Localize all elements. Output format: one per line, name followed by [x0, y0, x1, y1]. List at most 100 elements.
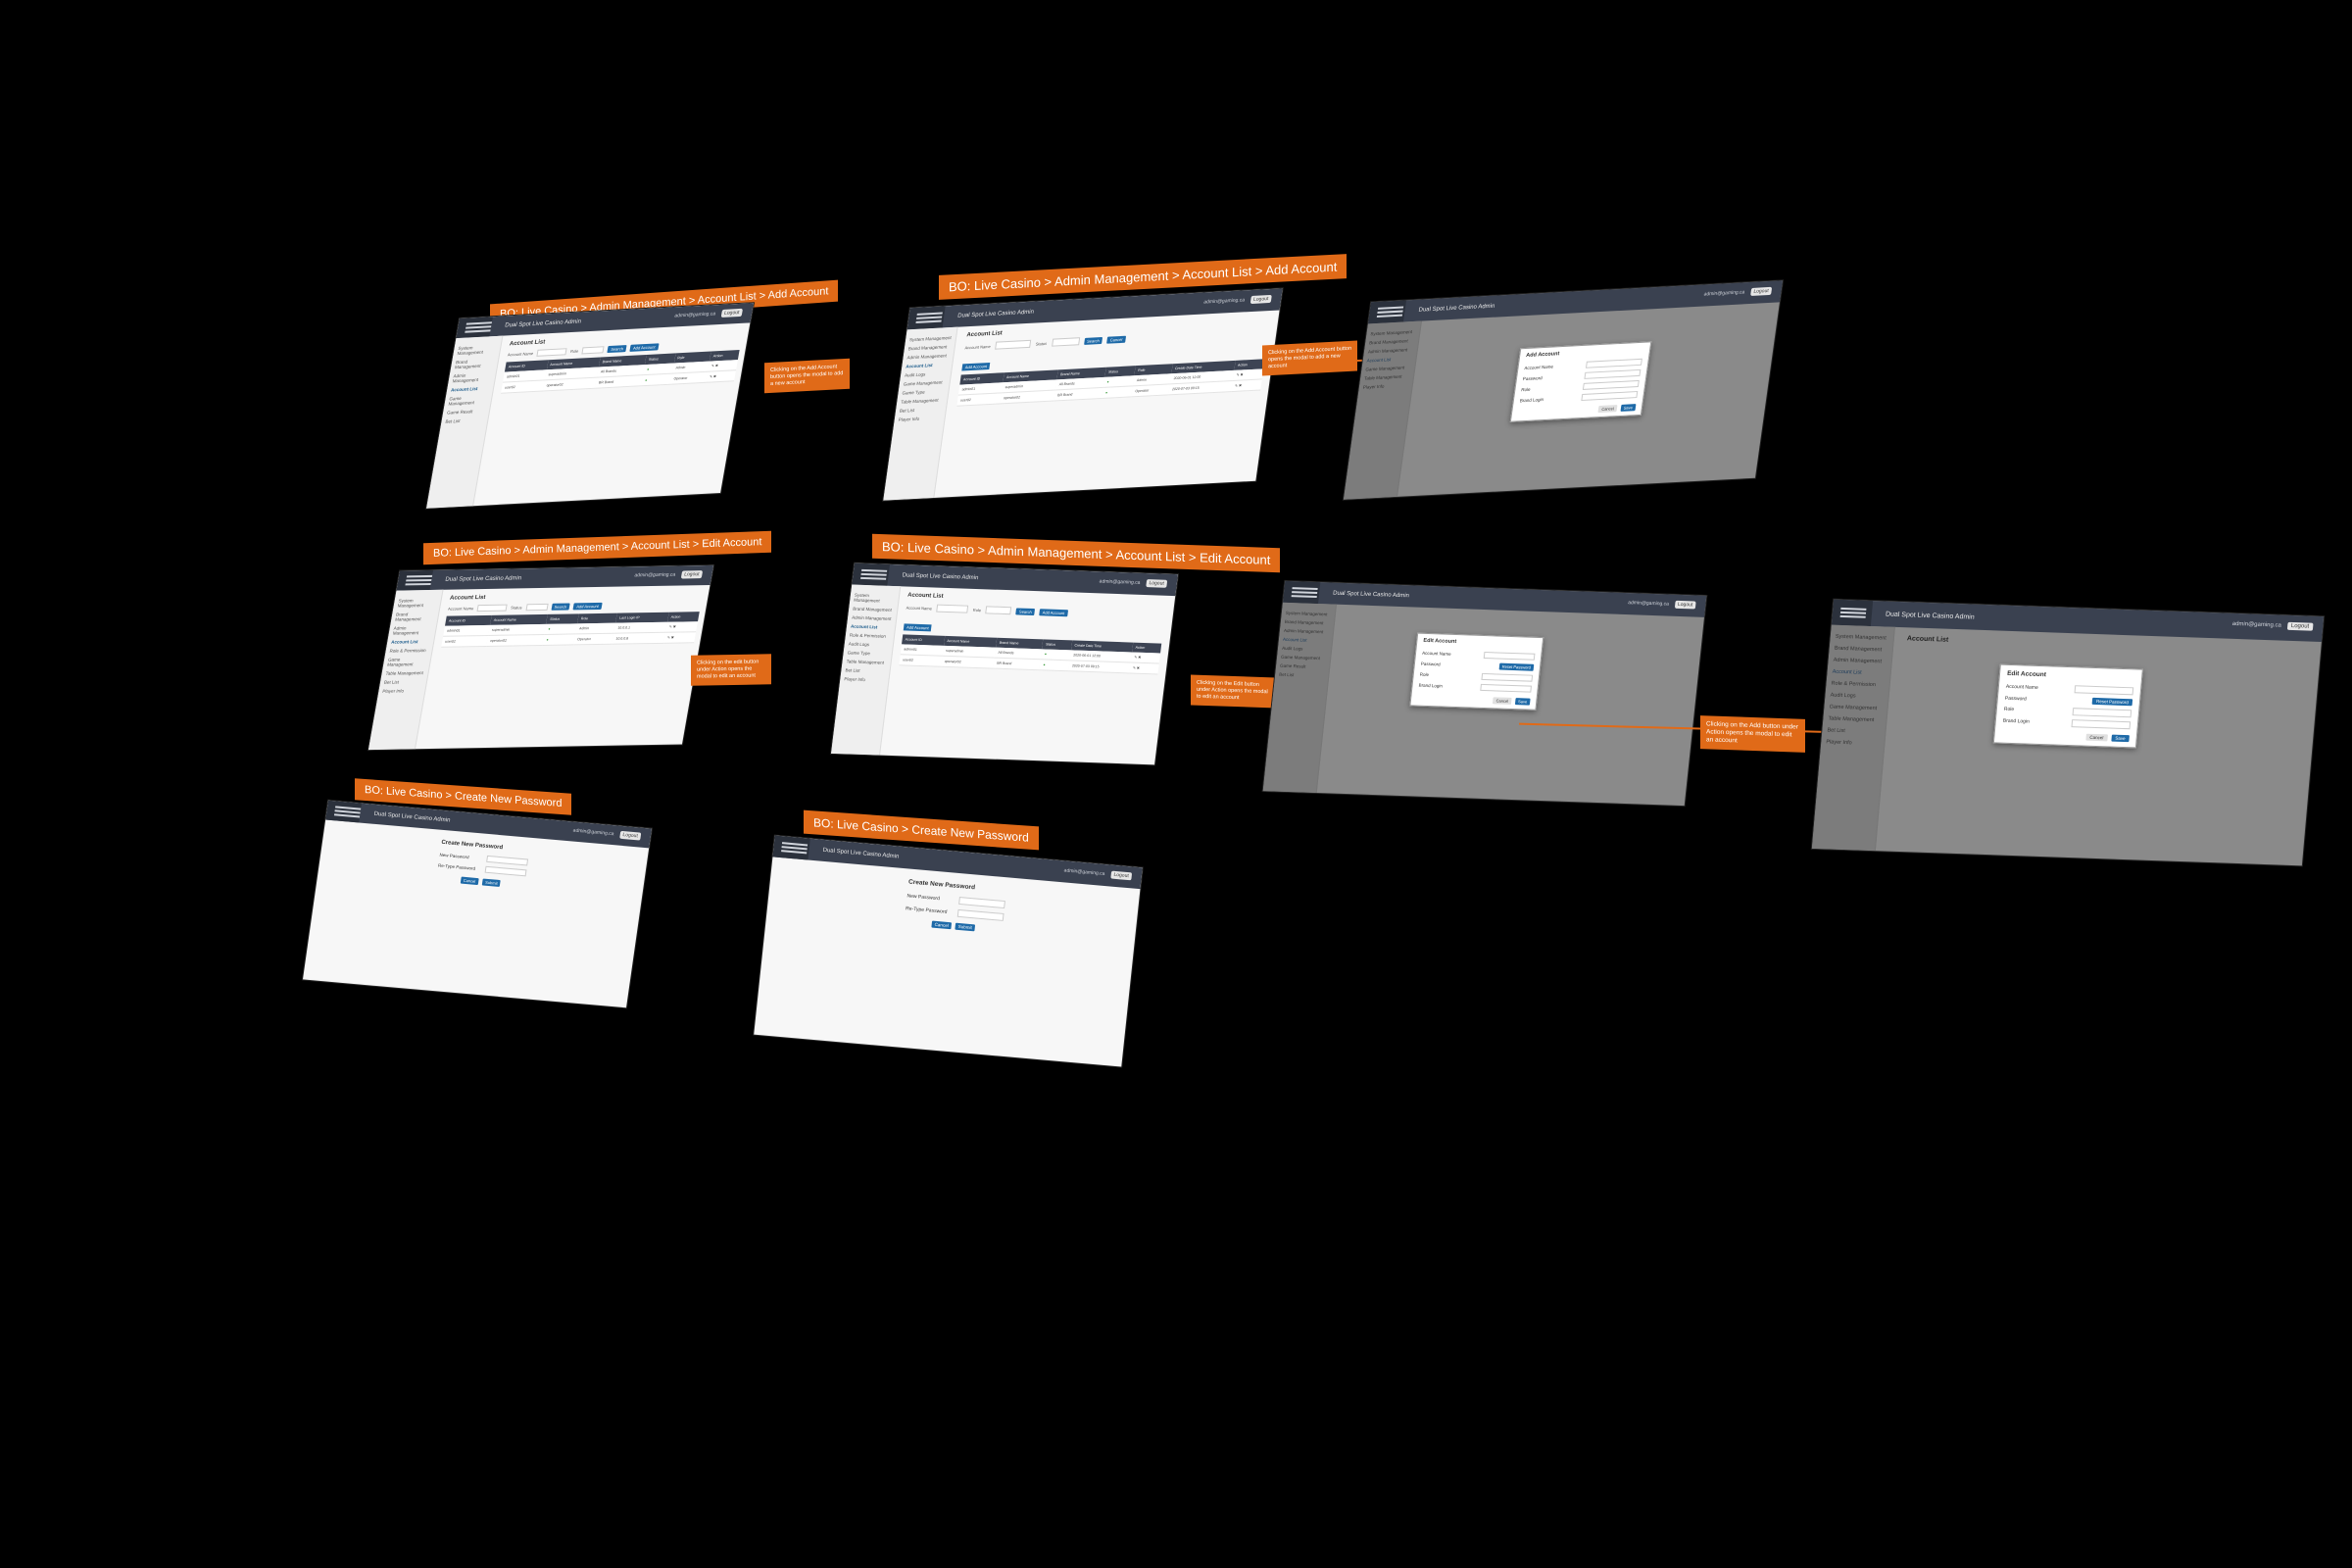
sidebar-item[interactable]: Player Info — [1826, 739, 1852, 747]
field-label: Brand Login — [2002, 717, 2031, 725]
save-button[interactable]: Save — [1620, 404, 1637, 412]
app-title: Dual Spot Live Casino Admin — [504, 318, 582, 329]
cancel-button[interactable]: Cancel — [2085, 733, 2108, 742]
search-button[interactable]: Search — [1015, 607, 1036, 615]
account-name-input[interactable] — [476, 604, 508, 612]
logout-button[interactable]: Logout — [1674, 600, 1696, 610]
cancel-button[interactable]: Cancel — [1597, 405, 1618, 414]
add-account-button[interactable]: Add Account — [572, 602, 603, 611]
filter-label: Account Name — [964, 343, 992, 350]
sidebar-item[interactable]: Game Management — [386, 657, 414, 667]
action-icons[interactable]: ✎ ✖ — [706, 369, 737, 383]
logout-button[interactable]: Logout — [1749, 286, 1773, 297]
submit-button[interactable]: Submit — [481, 878, 502, 888]
screen-account-list-4: Dual Spot Live Casino Admin admin@gaming… — [831, 563, 1178, 765]
field-label: Password — [1420, 661, 1441, 667]
sidebar-item[interactable]: Brand Management — [394, 612, 422, 622]
role-select[interactable] — [2072, 708, 2132, 718]
note-add-2: Clicking on the Add Account button opens… — [1262, 340, 1357, 376]
note-edit-3: Clicking on the Add button under Action … — [1700, 715, 1805, 754]
add-account-button[interactable]: Add Account — [629, 343, 660, 352]
cancel-button[interactable]: Cancel — [1493, 697, 1512, 705]
reset-password-button[interactable]: Reset Password — [1498, 662, 1535, 671]
reset-button[interactable]: Cancel — [1106, 335, 1126, 344]
account-name-field[interactable] — [2074, 685, 2134, 696]
cancel-button[interactable]: Cancel — [931, 920, 953, 930]
search-button[interactable]: Search — [551, 603, 570, 611]
search-button[interactable]: Search — [607, 345, 627, 354]
sidebar-item[interactable]: Admin Management — [392, 625, 419, 636]
brand-login-select[interactable] — [1581, 391, 1639, 402]
field-label: Re-Type Password — [905, 906, 948, 915]
account-name-input[interactable] — [936, 604, 969, 613]
account-name-field[interactable] — [1585, 358, 1642, 368]
add-account-modal: Add Account Account Name Password Role B… — [1509, 341, 1652, 422]
account-name-field[interactable] — [1483, 651, 1536, 661]
save-button[interactable]: Save — [2111, 734, 2130, 743]
field-label: Password — [2004, 695, 2028, 703]
form-title: Create New Password — [440, 839, 504, 852]
password-field[interactable] — [1584, 368, 1642, 379]
logout-button[interactable]: Logout — [2286, 621, 2314, 631]
save-button[interactable]: Save — [1514, 698, 1531, 706]
logout-button[interactable]: Logout — [720, 308, 744, 318]
account-name-input[interactable] — [995, 339, 1032, 350]
main-content: Account List Account Name Role Search Ad… — [501, 329, 743, 394]
add-account-button-top[interactable]: Add Account — [1039, 608, 1068, 616]
sidebar-item[interactable]: Player Info — [898, 416, 920, 422]
user-email: admin@gaming.ca — [2231, 620, 2282, 629]
filter-label: Role — [569, 348, 579, 355]
submit-button[interactable]: Submit — [955, 922, 976, 932]
brand-login-select[interactable] — [1480, 683, 1532, 693]
screen-account-list-1: Dual Spot Live Casino Admin admin@gaming… — [426, 303, 754, 509]
new-password-input[interactable] — [958, 897, 1005, 909]
search-button[interactable]: Search — [1083, 336, 1103, 345]
logout-button[interactable]: Logout — [1250, 294, 1272, 305]
retype-password-input[interactable] — [484, 865, 527, 877]
screen-add-account-modal: Dual Spot Live Casino Admin admin@gaming… — [1343, 280, 1784, 500]
action-icons[interactable]: ✎ ✖ — [1231, 378, 1262, 392]
modal-title: Edit Account — [1423, 637, 1457, 645]
app-title: Dual Spot Live Casino Admin — [1418, 303, 1495, 314]
logout-button[interactable]: Logout — [618, 830, 642, 841]
create-password-form: Create New Password New Password Re-Type… — [436, 840, 530, 889]
sidebar-item[interactable]: System Management — [397, 598, 424, 609]
status-input[interactable] — [1051, 337, 1080, 347]
app-title: Dual Spot Live Casino Admin — [822, 847, 900, 860]
action-icons[interactable]: ✎ ✖ — [1129, 662, 1159, 674]
logout-button[interactable]: Logout — [680, 570, 704, 579]
action-icons[interactable]: ✎ ✖ — [664, 621, 698, 633]
app-title: Dual Spot Live Casino Admin — [956, 309, 1035, 319]
sidebar-item[interactable]: Player Info — [844, 676, 866, 683]
action-icons[interactable]: ✎ ✖ — [662, 631, 697, 644]
filter-label: Status — [510, 605, 523, 611]
user-email: admin@gaming.ca — [1063, 867, 1105, 877]
app-title: Dual Spot Live Casino Admin — [444, 575, 522, 583]
logout-button[interactable]: Logout — [1145, 579, 1168, 588]
reset-password-button[interactable]: Reset Password — [2091, 697, 2133, 707]
note-edit-2: Clicking on the Edit button under Action… — [1191, 674, 1276, 709]
sidebar: System Management Brand Management Admin… — [426, 335, 504, 509]
status-input[interactable] — [525, 603, 549, 612]
role-select[interactable] — [1481, 672, 1534, 682]
logout-button[interactable]: Logout — [1110, 870, 1133, 881]
account-name-input[interactable] — [536, 348, 567, 357]
screen-account-list-3: Dual Spot Live Casino Admin admin@gaming… — [368, 564, 714, 751]
sidebar-item[interactable]: Player Info — [1362, 383, 1385, 390]
new-password-input[interactable] — [486, 855, 529, 866]
add-account-button[interactable]: Add Account — [903, 623, 933, 632]
sidebar-item[interactable]: Player Info — [382, 688, 405, 694]
add-account-button[interactable]: Add Account — [961, 362, 991, 371]
field-label: Brand Login — [1519, 397, 1544, 404]
role-select[interactable] — [1582, 379, 1640, 390]
sidebar-item[interactable]: Bet List — [445, 417, 461, 424]
sidebar-item[interactable]: Bet List — [1278, 671, 1295, 678]
field-label: Account Name — [1524, 364, 1554, 371]
retype-password-input[interactable] — [956, 908, 1004, 921]
role-input[interactable] — [581, 346, 606, 355]
brand-login-select[interactable] — [2071, 719, 2132, 730]
cancel-button[interactable]: Cancel — [460, 876, 479, 886]
role-input[interactable] — [985, 606, 1012, 615]
user-email: admin@gaming.ca — [1627, 600, 1670, 608]
modal-title: Edit Account — [2006, 669, 2047, 679]
